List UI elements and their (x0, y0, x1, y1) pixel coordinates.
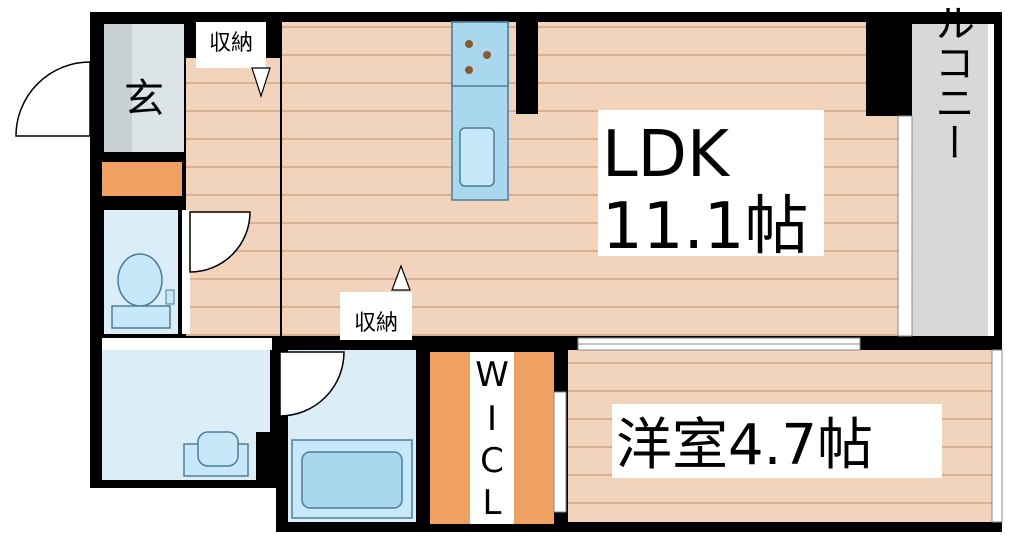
wcl-letter-c: C (480, 441, 504, 481)
bath-door-swing (279, 351, 345, 417)
toilet-icon (117, 253, 163, 307)
wcl-letter-i: I (487, 399, 497, 439)
ldk-label-box (598, 110, 824, 256)
western-label-box (612, 404, 942, 478)
stove-burner (483, 51, 491, 59)
toilet-door-swing (189, 211, 251, 273)
ldk-size-label: 11.1帖 (602, 190, 809, 264)
western-room-label: 洋室4.7帖 (616, 413, 873, 478)
storage-top (196, 22, 266, 68)
hallway-floor (186, 58, 280, 336)
shoe-cabinet (102, 162, 182, 196)
balcony-area (912, 24, 990, 336)
stove-burner (465, 66, 473, 74)
storage-arrow-icon (251, 67, 271, 98)
kitchen-sink (459, 127, 495, 187)
stove-burner (465, 40, 473, 48)
wcl-letter-l: L (483, 483, 502, 523)
storage-mid (340, 292, 412, 340)
storage-mid-label: 収納 (354, 311, 398, 336)
wcl-letter-w: W (475, 355, 509, 395)
genkan-label: 玄 (124, 76, 164, 122)
storage-top-label: 収納 (209, 31, 253, 56)
entrance-door-swing (15, 61, 91, 137)
balcony-label: バルコニー (928, 0, 974, 162)
storage-arrow-icon (391, 264, 411, 291)
ldk-name-label: LDK (602, 118, 731, 192)
